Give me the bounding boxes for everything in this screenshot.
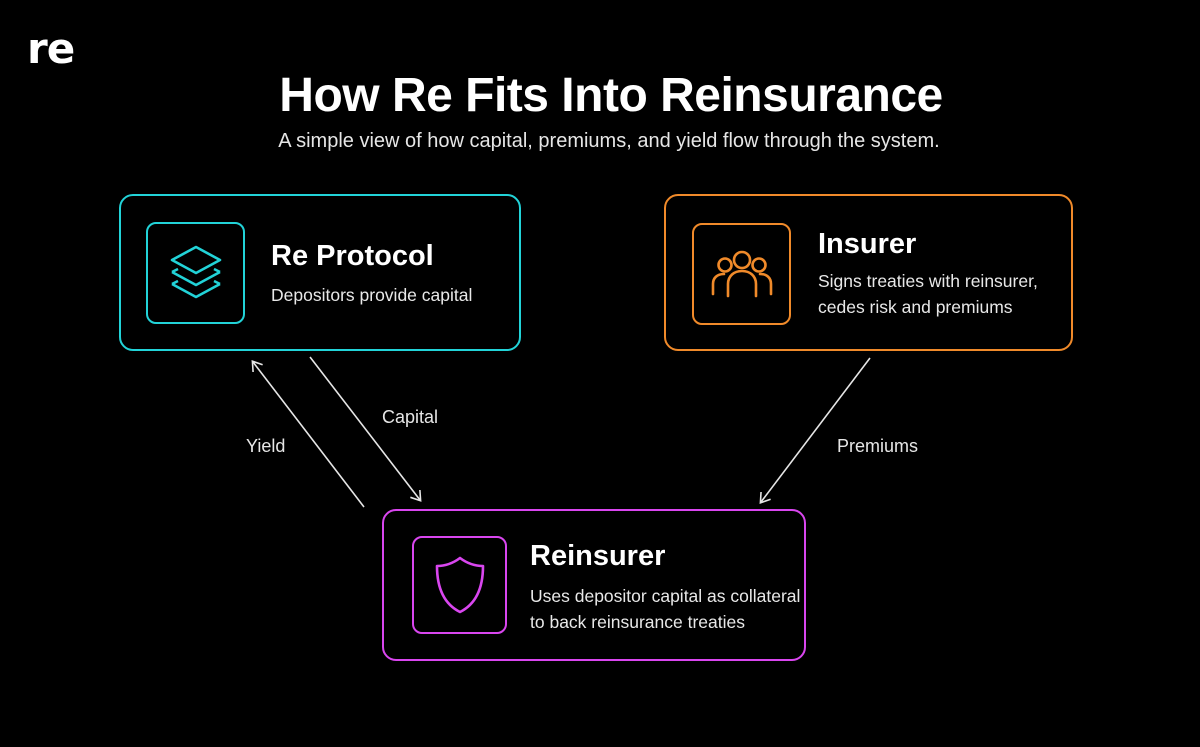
capital-arrow (309, 356, 422, 502)
layers-icon (170, 245, 221, 299)
re-protocol-icon-box (146, 222, 245, 324)
premiums-label: Premiums (837, 436, 919, 456)
re-protocol-description: Depositors provide capital (271, 282, 472, 308)
re-protocol-desc-line: Depositors provide capital (271, 285, 473, 305)
capital-label: Capital (382, 407, 439, 427)
re-protocol-title: Re Protocol (271, 240, 434, 272)
insurer-icon-box (692, 223, 791, 325)
people-icon (711, 250, 772, 298)
re-protocol-card: Re Protocol Depositors provide capital (119, 194, 521, 351)
yield-label: Yield (246, 436, 286, 456)
reinsurer-title: Reinsurer (530, 540, 666, 572)
page-subtitle: A simple view of how capital, premiums, … (278, 130, 940, 152)
logo: re (27, 24, 75, 73)
insurer-desc-line: Signs treaties with reinsurer, (818, 271, 1038, 291)
reinsurer-desc-line: Uses depositor capital as collateral (530, 586, 801, 606)
reinsurer-card: Reinsurer Uses depositor capital as coll… (382, 509, 806, 661)
shield-icon (435, 556, 484, 614)
yield-arrow (251, 360, 365, 508)
reinsurer-icon-box (412, 536, 507, 634)
insurer-desc-line: cedes risk and premiums (818, 297, 1013, 317)
page-title: How Re Fits Into Reinsurance (279, 69, 943, 122)
insurer-card: Insurer Signs treaties with reinsurer, c… (664, 194, 1073, 351)
insurer-description: Signs treaties with reinsurer, cedes ris… (818, 268, 1038, 320)
insurer-title: Insurer (818, 228, 917, 260)
premiums-arrow (759, 357, 871, 504)
reinsurer-description: Uses depositor capital as collateral to … (530, 583, 800, 635)
reinsurer-desc-line: to back reinsurance treaties (530, 612, 745, 632)
